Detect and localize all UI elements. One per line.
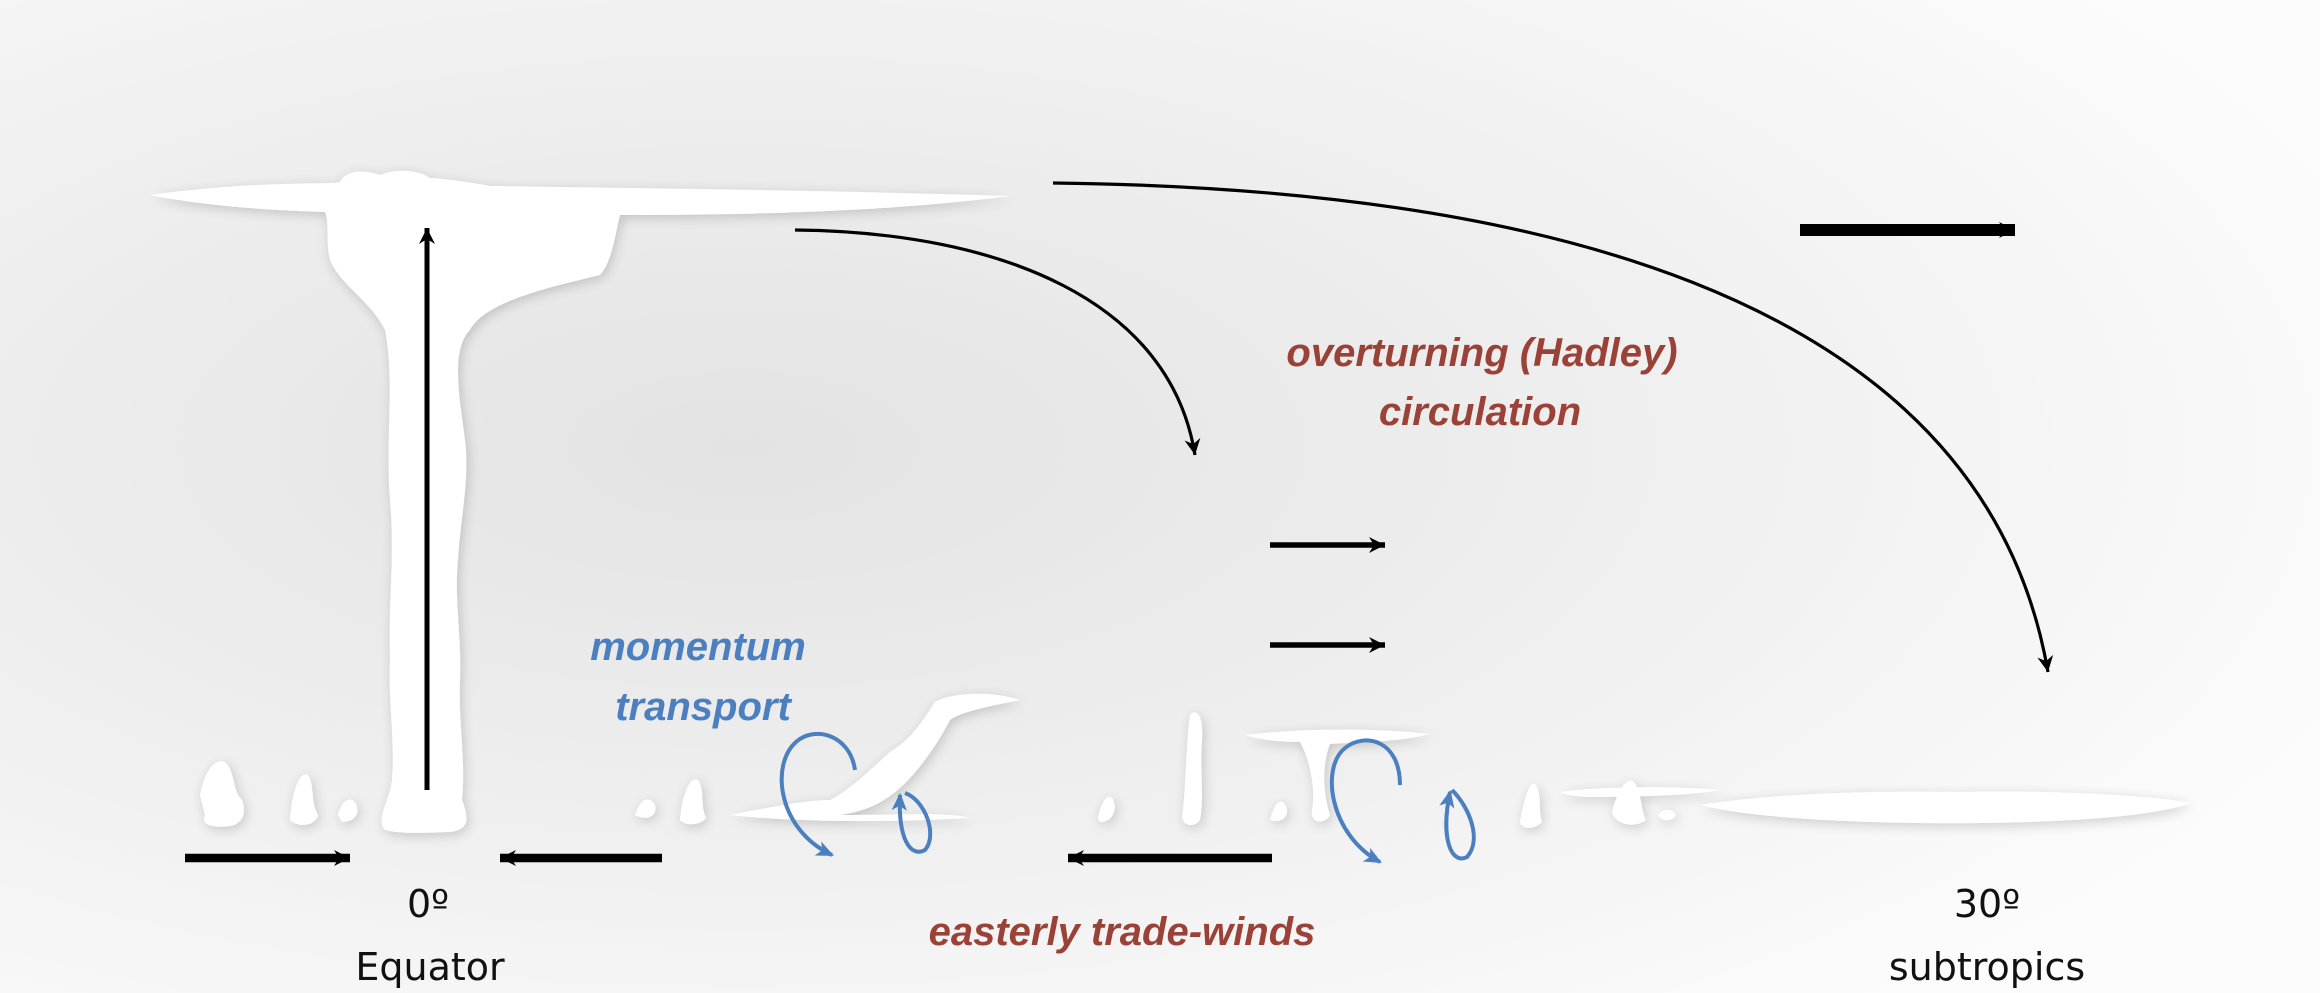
clouds [150,170,2190,833]
cumulus-cloud [1658,809,1676,821]
subtropics-degree-label: 30º [1954,882,2020,926]
momentum-label-line2: transport [615,685,792,729]
sheared-cloud [730,693,1020,822]
eddy-arrow-large [1329,738,1402,864]
hadley-label-line2: circulation [1379,390,1581,434]
equator-name-label: Equator [355,945,505,989]
flat-cloud [1560,787,1720,797]
hadley-label-line1: overturning (Hadley) [1286,331,1677,375]
cumulus-cloud [290,774,318,825]
cumulus-cloud [338,799,358,822]
cumulus-cloud [1270,801,1288,822]
cumulus-cloud [1098,796,1115,822]
subtropics-name-label: subtropics [1889,945,2085,989]
flat-cloud [1245,729,1430,822]
momentum-label-line1: momentum [590,625,806,669]
tower-cloud [1182,712,1203,826]
trade-winds-label: easterly trade-winds [929,910,1316,954]
eddy-arrow-large [779,731,857,857]
descending-arrow-inner [794,228,1201,456]
cumulus-cloud [680,779,706,825]
descending-arrow-outer [1052,181,2054,673]
cumulus-cloud [1520,783,1542,828]
circulation-arrows [185,181,2054,866]
eddy-arrow-small [1439,788,1476,861]
equator-degree-label: 0º [407,882,449,926]
cumulus-cloud [635,799,656,818]
momentum-eddies [779,731,1476,864]
cumulus-cloud [200,761,245,827]
stratocumulus-cloud [1700,791,2190,824]
eddy-arrow-small [891,791,933,854]
